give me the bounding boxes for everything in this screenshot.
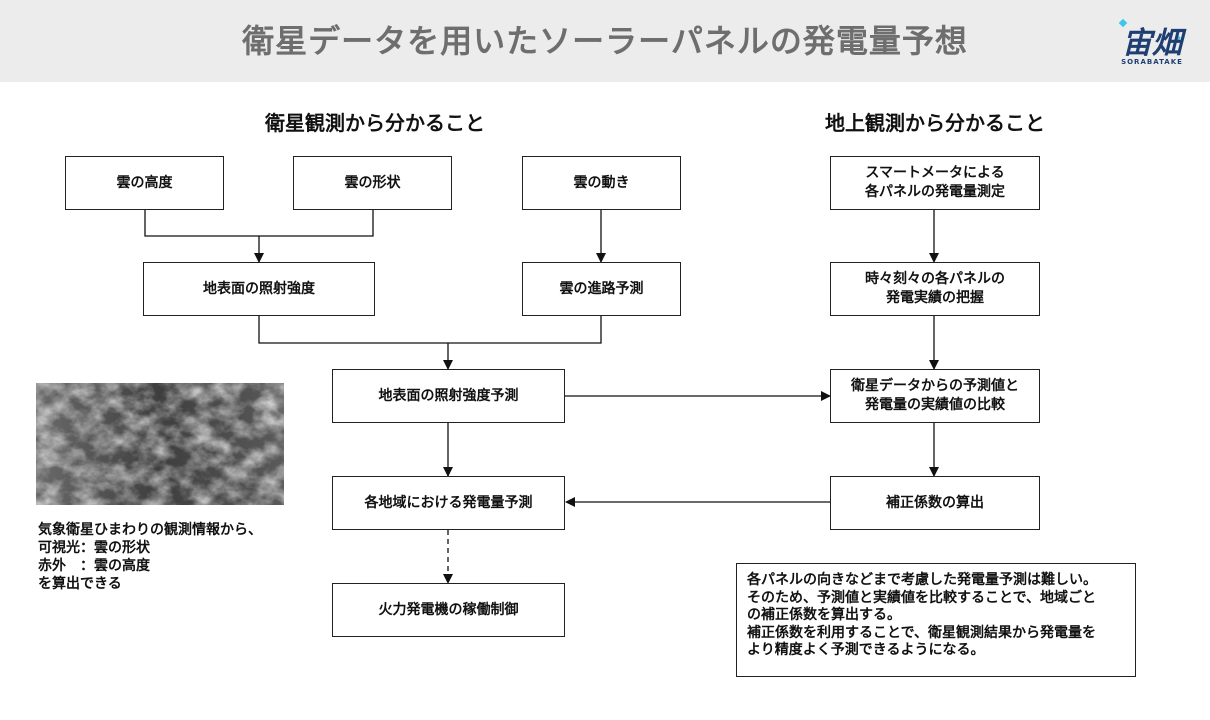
note-box: 各パネルの向きなどまで考慮した発電量予測は難しい。 そのため、予測値と実績値を比… [736,563,1136,677]
logo-text: 宙畑 [1122,26,1182,61]
satellite-caption: 気象衛星ひまわりの観測情報から、 可視光：雲の形状 赤外 ：雲の高度 を算出でき… [38,522,262,592]
satellite-cloud-texture [36,383,284,505]
box-correction: 補正係数の算出 [830,476,1040,530]
box-comparison: 衛星データからの予測値と 発電量の実績値の比較 [830,369,1040,423]
box-cloud-shape: 雲の形状 [293,156,452,210]
box-surface-irradiance: 地表面の照射強度 [143,262,375,316]
box-cloud-height: 雲の高度 [65,156,224,210]
box-irradiance-forecast: 地表面の照射強度予測 [332,369,565,423]
satellite-image [36,383,284,505]
box-smart-meter: スマートメータによる 各パネルの発電量測定 [830,156,1040,210]
box-regional-forecast: 各地域における発電量予測 [332,476,565,530]
connector-irradiance-path [258,316,602,344]
sorabatake-logo: 宙畑 SORABATAKE [1112,14,1192,70]
box-cloud-motion: 雲の動き [522,156,681,210]
box-cloud-path-forecast: 雲の進路予測 [522,262,681,316]
section-title-ground: 地上観測から分かること [825,111,1045,135]
section-title-satellite: 衛星観測から分かること [265,111,485,135]
connector-cloud-height-shape [144,209,374,237]
page-title: 衛星データを用いたソーラーパネルの発電量予想 [242,22,968,60]
logo-subtext: SORABATAKE [1121,58,1183,66]
box-panel-actuals: 時々刻々の各パネルの 発電実績の把握 [830,262,1040,316]
header-bar: 衛星データを用いたソーラーパネルの発電量予想 宙畑 SORABATAKE [0,0,1210,82]
box-thermal-control: 火力発電機の稼働制御 [332,583,565,637]
